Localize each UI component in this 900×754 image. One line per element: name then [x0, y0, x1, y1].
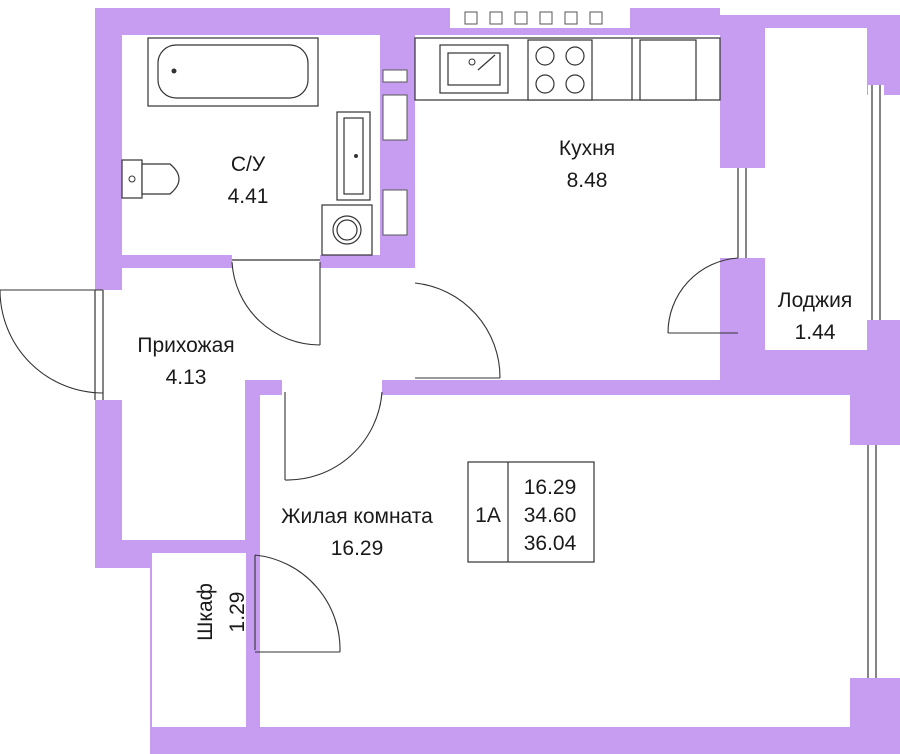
living-area-value: 16.29 — [331, 537, 384, 560]
loggia-area-value: 1.44 — [795, 321, 836, 344]
kitchen-name: Кухня — [559, 137, 615, 160]
bathroom-name: С/У — [231, 153, 266, 176]
kitchen-area-value: 8.48 — [567, 169, 608, 192]
loggia-door — [667, 168, 765, 334]
hallway-name: Прихожая — [137, 334, 234, 357]
bathroom-door — [231, 255, 321, 346]
washbasin-icon — [336, 111, 371, 201]
room-areas — [122, 28, 867, 727]
living-door — [282, 380, 383, 481]
fridge-icon — [639, 39, 697, 101]
summary-table: 1А 16.29 34.60 36.04 — [467, 461, 595, 563]
closet-name: Шкаф — [194, 583, 217, 641]
living-name: Жилая комната — [281, 505, 433, 528]
hallway-area-value: 4.13 — [166, 366, 207, 389]
summary-living-area: 16.29 — [524, 476, 577, 499]
toilet-icon — [121, 159, 180, 199]
kitchen-door — [402, 282, 501, 380]
closet-area-value: 1.29 — [226, 592, 249, 633]
living-window — [850, 445, 884, 678]
washing-machine-icon — [321, 204, 373, 256]
apartment-type: 1А — [475, 504, 501, 527]
summary-total-area: 34.60 — [524, 504, 577, 527]
bathtub-icon — [147, 37, 319, 107]
closet-door — [254, 554, 341, 653]
sink-icon — [439, 44, 509, 94]
bathroom-area-value: 4.41 — [228, 185, 269, 208]
entrance-door — [0, 289, 122, 400]
stove-icon — [527, 39, 593, 101]
loggia-area — [765, 28, 867, 350]
loggia-window — [868, 85, 884, 320]
kitchen-window — [450, 0, 630, 28]
hallway-area — [122, 268, 415, 380]
shaft-icon — [382, 69, 408, 236]
loggia-name: Лоджия — [778, 289, 852, 312]
closet-area — [152, 553, 246, 727]
summary-total-with-loggia: 36.04 — [524, 532, 577, 555]
